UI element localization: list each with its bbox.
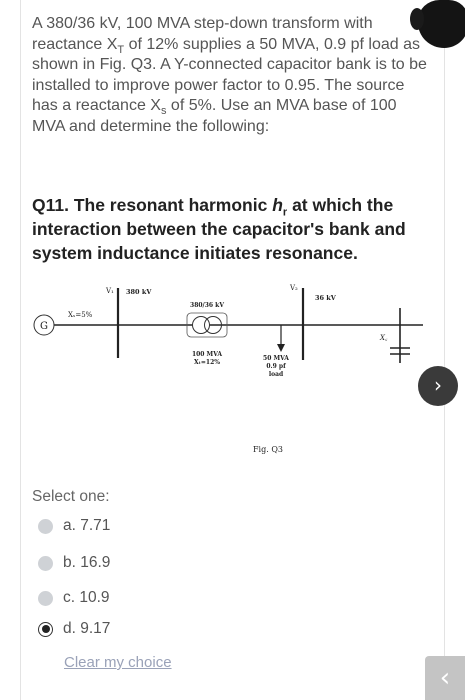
generator-label: G [40, 321, 48, 332]
bus-1-v-label: V₁ [105, 287, 114, 295]
select-one-label: Select one: [32, 488, 110, 505]
circuit-diagram: G Xₛ=5% V₁ 380 kV 380/36 kV 100 MVA Xₜ=1… [33, 284, 423, 454]
option-b[interactable]: b. 16.9 [38, 551, 110, 575]
radio-a[interactable] [38, 518, 53, 534]
bus-2-v-label: V₂ [289, 284, 298, 292]
option-c-text: c. 10.9 [63, 589, 110, 606]
capacitor-label: X꜀ [379, 334, 388, 342]
radio-c[interactable] [38, 590, 53, 606]
option-d[interactable]: d. 9.17 [38, 617, 110, 641]
load-pf: 0.9 pf [266, 363, 286, 370]
load-word: load [269, 371, 284, 378]
load-mva: 50 MVA [263, 355, 289, 362]
clear-choice-link[interactable]: Clear my choice [64, 654, 172, 671]
next-page-button[interactable]: › [418, 366, 458, 406]
transformer-rating: 100 MVA [192, 351, 222, 358]
transformer-reactance: Xₜ=12% [194, 359, 220, 366]
bus-1-voltage: 380 kV [126, 288, 152, 296]
ink-blot [410, 0, 465, 48]
question-title: Q11. The resonant harmonic hr at which t… [32, 195, 406, 263]
transformer-box [186, 312, 228, 338]
question-text: A 380/36 kV, 100 MVA step-down transform… [32, 15, 427, 135]
radio-b[interactable] [38, 555, 53, 571]
chevron-right-icon: › [434, 373, 442, 397]
generator-symbol [33, 314, 55, 336]
source-reactance-label: Xₛ=5% [68, 311, 93, 319]
previous-page-button[interactable]: ‹ [425, 656, 465, 700]
load-arrow [277, 344, 285, 352]
bus-2-voltage: 36 kV [315, 294, 337, 302]
option-d-text: d. 9.17 [63, 620, 111, 637]
radio-d[interactable] [38, 621, 53, 637]
option-c[interactable]: c. 10.9 [38, 586, 110, 610]
option-b-text: b. 16.9 [63, 554, 111, 571]
transformer-ratio: 380/36 kV [190, 302, 224, 309]
transformer-coil-2 [204, 316, 222, 334]
option-a-text: a. 7.71 [63, 517, 111, 534]
figure-caption: Fig. Q3 [253, 445, 283, 454]
option-a[interactable]: a. 7.71 [38, 514, 110, 538]
content-frame [20, 0, 445, 700]
chevron-left-icon: ‹ [439, 663, 451, 693]
